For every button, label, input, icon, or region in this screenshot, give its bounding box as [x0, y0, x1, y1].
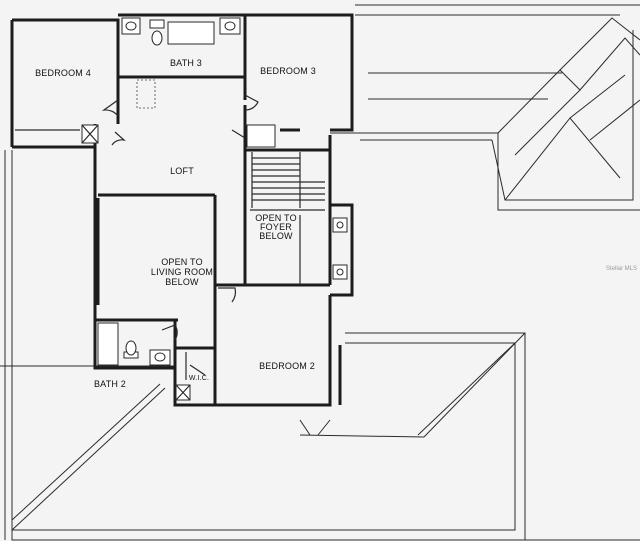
room-label-open-foyer-line1: OPEN TO: [255, 213, 297, 223]
watermark: Stellar MLS: [606, 266, 637, 272]
hvac-closets: [81, 124, 348, 401]
bath3-fixtures: [121, 17, 241, 109]
roof-outline-right-upper: [330, 4, 640, 211]
room-label-bedroom-3: BEDROOM 3: [260, 66, 316, 76]
room-label-open-living-line1: OPEN TO: [161, 257, 203, 267]
room-label-bath-2: BATH 2: [94, 379, 126, 389]
walls: [10, 13, 354, 407]
door-swings: [101, 94, 259, 376]
room-label-bath-3: BATH 3: [170, 58, 202, 68]
room-label-bedroom-2: BEDROOM 2: [259, 361, 315, 371]
room-label-wic: W.I.C.: [189, 375, 209, 382]
room-label-open-living-line2: LIVING ROOM: [151, 267, 213, 277]
room-label-loft: LOFT: [170, 166, 194, 176]
room-label-open-foyer-line2: FOYER: [260, 222, 292, 232]
room-label-open-living-line3: BELOW: [165, 277, 199, 287]
bath2-fixtures: [97, 322, 171, 366]
staircase: [251, 152, 325, 208]
roof-outline-right-lower: [12, 332, 526, 540]
room-label-open-foyer-line3: BELOW: [259, 231, 293, 241]
roof-outline-left: [0, 150, 640, 541]
room-label-bedroom-4: BEDROOM 4: [35, 68, 91, 78]
